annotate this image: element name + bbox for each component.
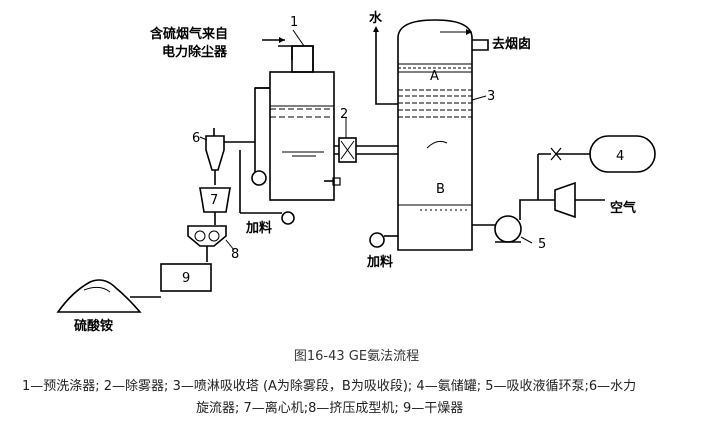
valve-box [324,177,341,186]
figure-legend: 1—预洗涤器; 2—除雾器; 3—喷淋吸收塔 (A为除雾段，B为吸收段); 4—… [22,376,702,420]
centrifuge [199,187,231,225]
feed-label-left: 加料 [245,220,272,236]
spray-absorption-tower [373,19,489,251]
marker-9: 9 [182,271,190,286]
marker-2: 2 [340,107,348,122]
demister [334,118,398,163]
extrusion-machine [187,225,235,262]
air-label: 空气 [610,200,636,216]
figure-caption: 图16-43 GE氨法流程 [293,349,420,364]
ammonium-sulfate-pile [56,279,142,313]
marker-4: 4 [616,149,624,164]
ammonia-tank [537,135,656,200]
marker-1: 1 [290,15,298,30]
product-label: 硫酸铵 [74,318,113,334]
feed-label-bottom: 加料 [366,254,393,270]
water-label: 水 [369,10,383,26]
to-chimney-label: 去烟囱 [492,36,531,52]
section-b-label: B [436,182,445,197]
marker-5: 5 [538,237,546,252]
pre-scrubber-pump [251,170,267,186]
legend-line-1: 1—预洗涤器; 2—除雾器; 3—喷淋吸收塔 (A为除雾段，B为吸收段); 4—… [22,379,637,394]
legend-line-2: 旋流器; 7—离心机;8—挤压成型机; 9—干燥器 [196,401,464,416]
hydrocyclone [199,128,255,185]
recirculation-pump [472,199,555,244]
flue-gas-source-label-line1: 含硫烟气来自 [149,26,228,42]
process-flow-diagram: 含硫烟气来自 电力除尘器 水 去烟囱 A B 空气 加料 加料 硫酸铵 1 2 … [56,10,656,334]
section-a-label: A [430,69,439,84]
dryer [130,263,212,298]
feed-pump-left [239,150,295,225]
feed-pump-bottom [369,232,398,248]
flue-gas-source-label-line2: 电力除尘器 [162,44,228,60]
marker-6: 6 [192,131,200,146]
pre-scrubber [254,29,335,201]
marker-3: 3 [487,89,495,104]
marker-8: 8 [231,247,239,262]
air-blower [554,181,605,219]
marker-7: 7 [210,193,218,208]
